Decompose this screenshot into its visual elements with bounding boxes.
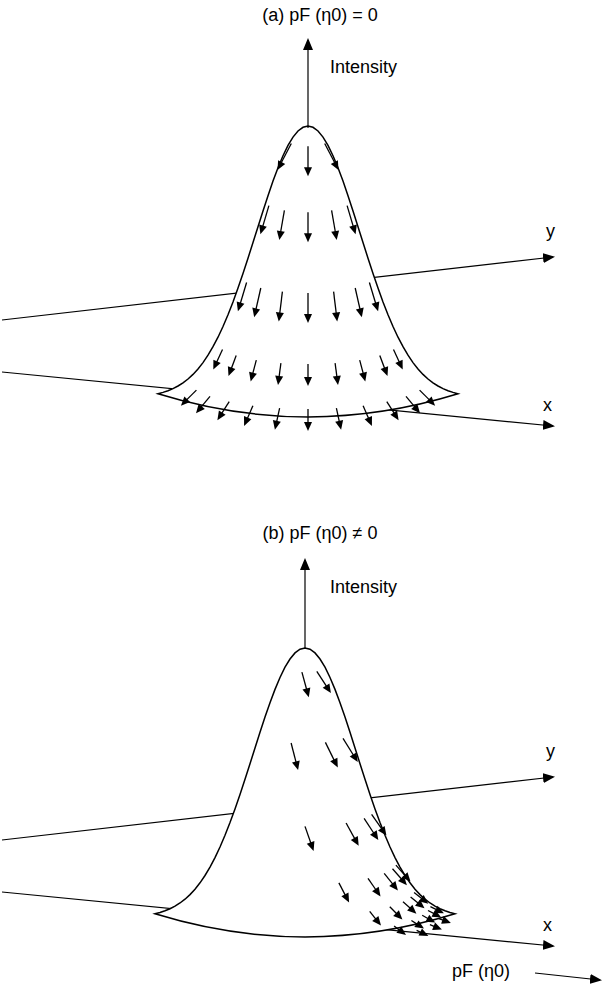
flow-arrows	[181, 144, 435, 432]
arrow-head	[402, 872, 411, 881]
arrow-head	[381, 366, 389, 376]
intensity-axis	[304, 560, 305, 648]
arrow-head	[273, 420, 281, 430]
arrow-head	[434, 906, 444, 914]
arrow-head	[350, 752, 358, 762]
arrow-head	[372, 916, 381, 926]
flow-arrow	[325, 742, 335, 762]
flow-arrow	[291, 743, 297, 764]
flow-arrow	[262, 206, 269, 229]
arrow-head	[426, 397, 435, 406]
gaussian-surface	[155, 648, 455, 937]
arrow-head	[196, 404, 205, 414]
flow-arrow	[325, 144, 336, 165]
arrow-head	[237, 302, 245, 312]
flow-arrow	[369, 283, 376, 306]
momentum-arrow	[535, 973, 600, 980]
arrow-head	[341, 893, 349, 903]
arrow-head	[292, 760, 300, 770]
panel-title: (a) pF (η0) = 0	[262, 6, 378, 26]
intensity-axis	[307, 40, 308, 128]
arrow-head	[304, 233, 312, 242]
arrow-head	[365, 416, 372, 426]
arrow-head	[349, 225, 357, 235]
arrow-head	[323, 683, 331, 693]
flow-arrow	[334, 292, 337, 316]
flow-arrow	[307, 293, 308, 317]
arrow-head	[304, 377, 312, 386]
arrow-head	[351, 836, 359, 846]
flow-arrow	[332, 210, 336, 234]
axis-label: y	[546, 742, 555, 762]
arrow-head	[331, 160, 339, 170]
arrow-head	[330, 758, 338, 768]
arrow-head	[411, 404, 420, 414]
arrow-head	[304, 422, 312, 431]
arrow-head	[407, 905, 416, 914]
arrow-head	[259, 225, 267, 235]
gaussian-surface	[158, 126, 458, 417]
arrow-head	[333, 376, 341, 385]
arrow-head	[228, 366, 236, 376]
arrow-head	[307, 841, 315, 851]
flow-arrow	[372, 814, 383, 830]
arrow-head	[432, 923, 442, 930]
arrow-head	[275, 376, 283, 385]
flow-arrow	[280, 144, 291, 165]
arrow-head	[359, 372, 367, 382]
axis-label: y	[546, 222, 555, 242]
arrow-head	[390, 411, 398, 421]
arrow-head	[372, 887, 380, 897]
flow-arrows	[291, 671, 451, 936]
flow-arrow	[307, 212, 308, 236]
arrow-head	[419, 895, 429, 904]
flow-arrow	[280, 210, 284, 234]
arrow-head	[249, 372, 257, 382]
arrow-head	[356, 308, 364, 318]
axis-label: Intensity	[330, 58, 397, 78]
arrow-head	[370, 830, 378, 840]
arrow-head	[217, 411, 225, 421]
flow-arrow	[355, 288, 360, 311]
axis-label: x	[543, 396, 552, 416]
panel-a	[2, 40, 553, 431]
vector-label: pF (η0)	[452, 962, 510, 982]
flow-arrow	[343, 738, 355, 757]
flow-arrow	[280, 292, 283, 316]
arrow-head	[304, 167, 312, 176]
arrow-head	[393, 910, 402, 919]
arrow-head	[332, 312, 340, 321]
flow-arrow	[256, 288, 261, 311]
arrow-head	[331, 230, 339, 240]
arrow-head	[213, 360, 220, 370]
arrow-head	[396, 926, 406, 935]
arrow-head	[278, 160, 286, 170]
arrow-head	[181, 397, 190, 406]
arrow-head	[372, 302, 380, 312]
arrow-head	[244, 416, 251, 426]
arrow-head	[419, 928, 429, 936]
arrow-head	[378, 826, 386, 836]
arrow-head	[441, 916, 451, 924]
arrow-head	[304, 314, 312, 323]
flow-arrow	[307, 146, 308, 170]
arrow-head	[395, 360, 402, 370]
flow-arrow	[347, 206, 354, 229]
arrow-head	[389, 881, 398, 891]
axis-label: x	[543, 916, 552, 936]
panel-title: (b) pF (η0) ≠ 0	[263, 524, 378, 544]
arrow-head	[414, 920, 424, 928]
arrow-head	[303, 688, 311, 698]
axis-label: Intensity	[330, 578, 397, 598]
flow-arrow	[240, 283, 247, 306]
arrow-head	[276, 312, 284, 321]
arrow-head	[335, 420, 343, 430]
arrow-head	[252, 308, 260, 318]
panel-b	[2, 560, 600, 980]
arrow-head	[277, 230, 285, 240]
